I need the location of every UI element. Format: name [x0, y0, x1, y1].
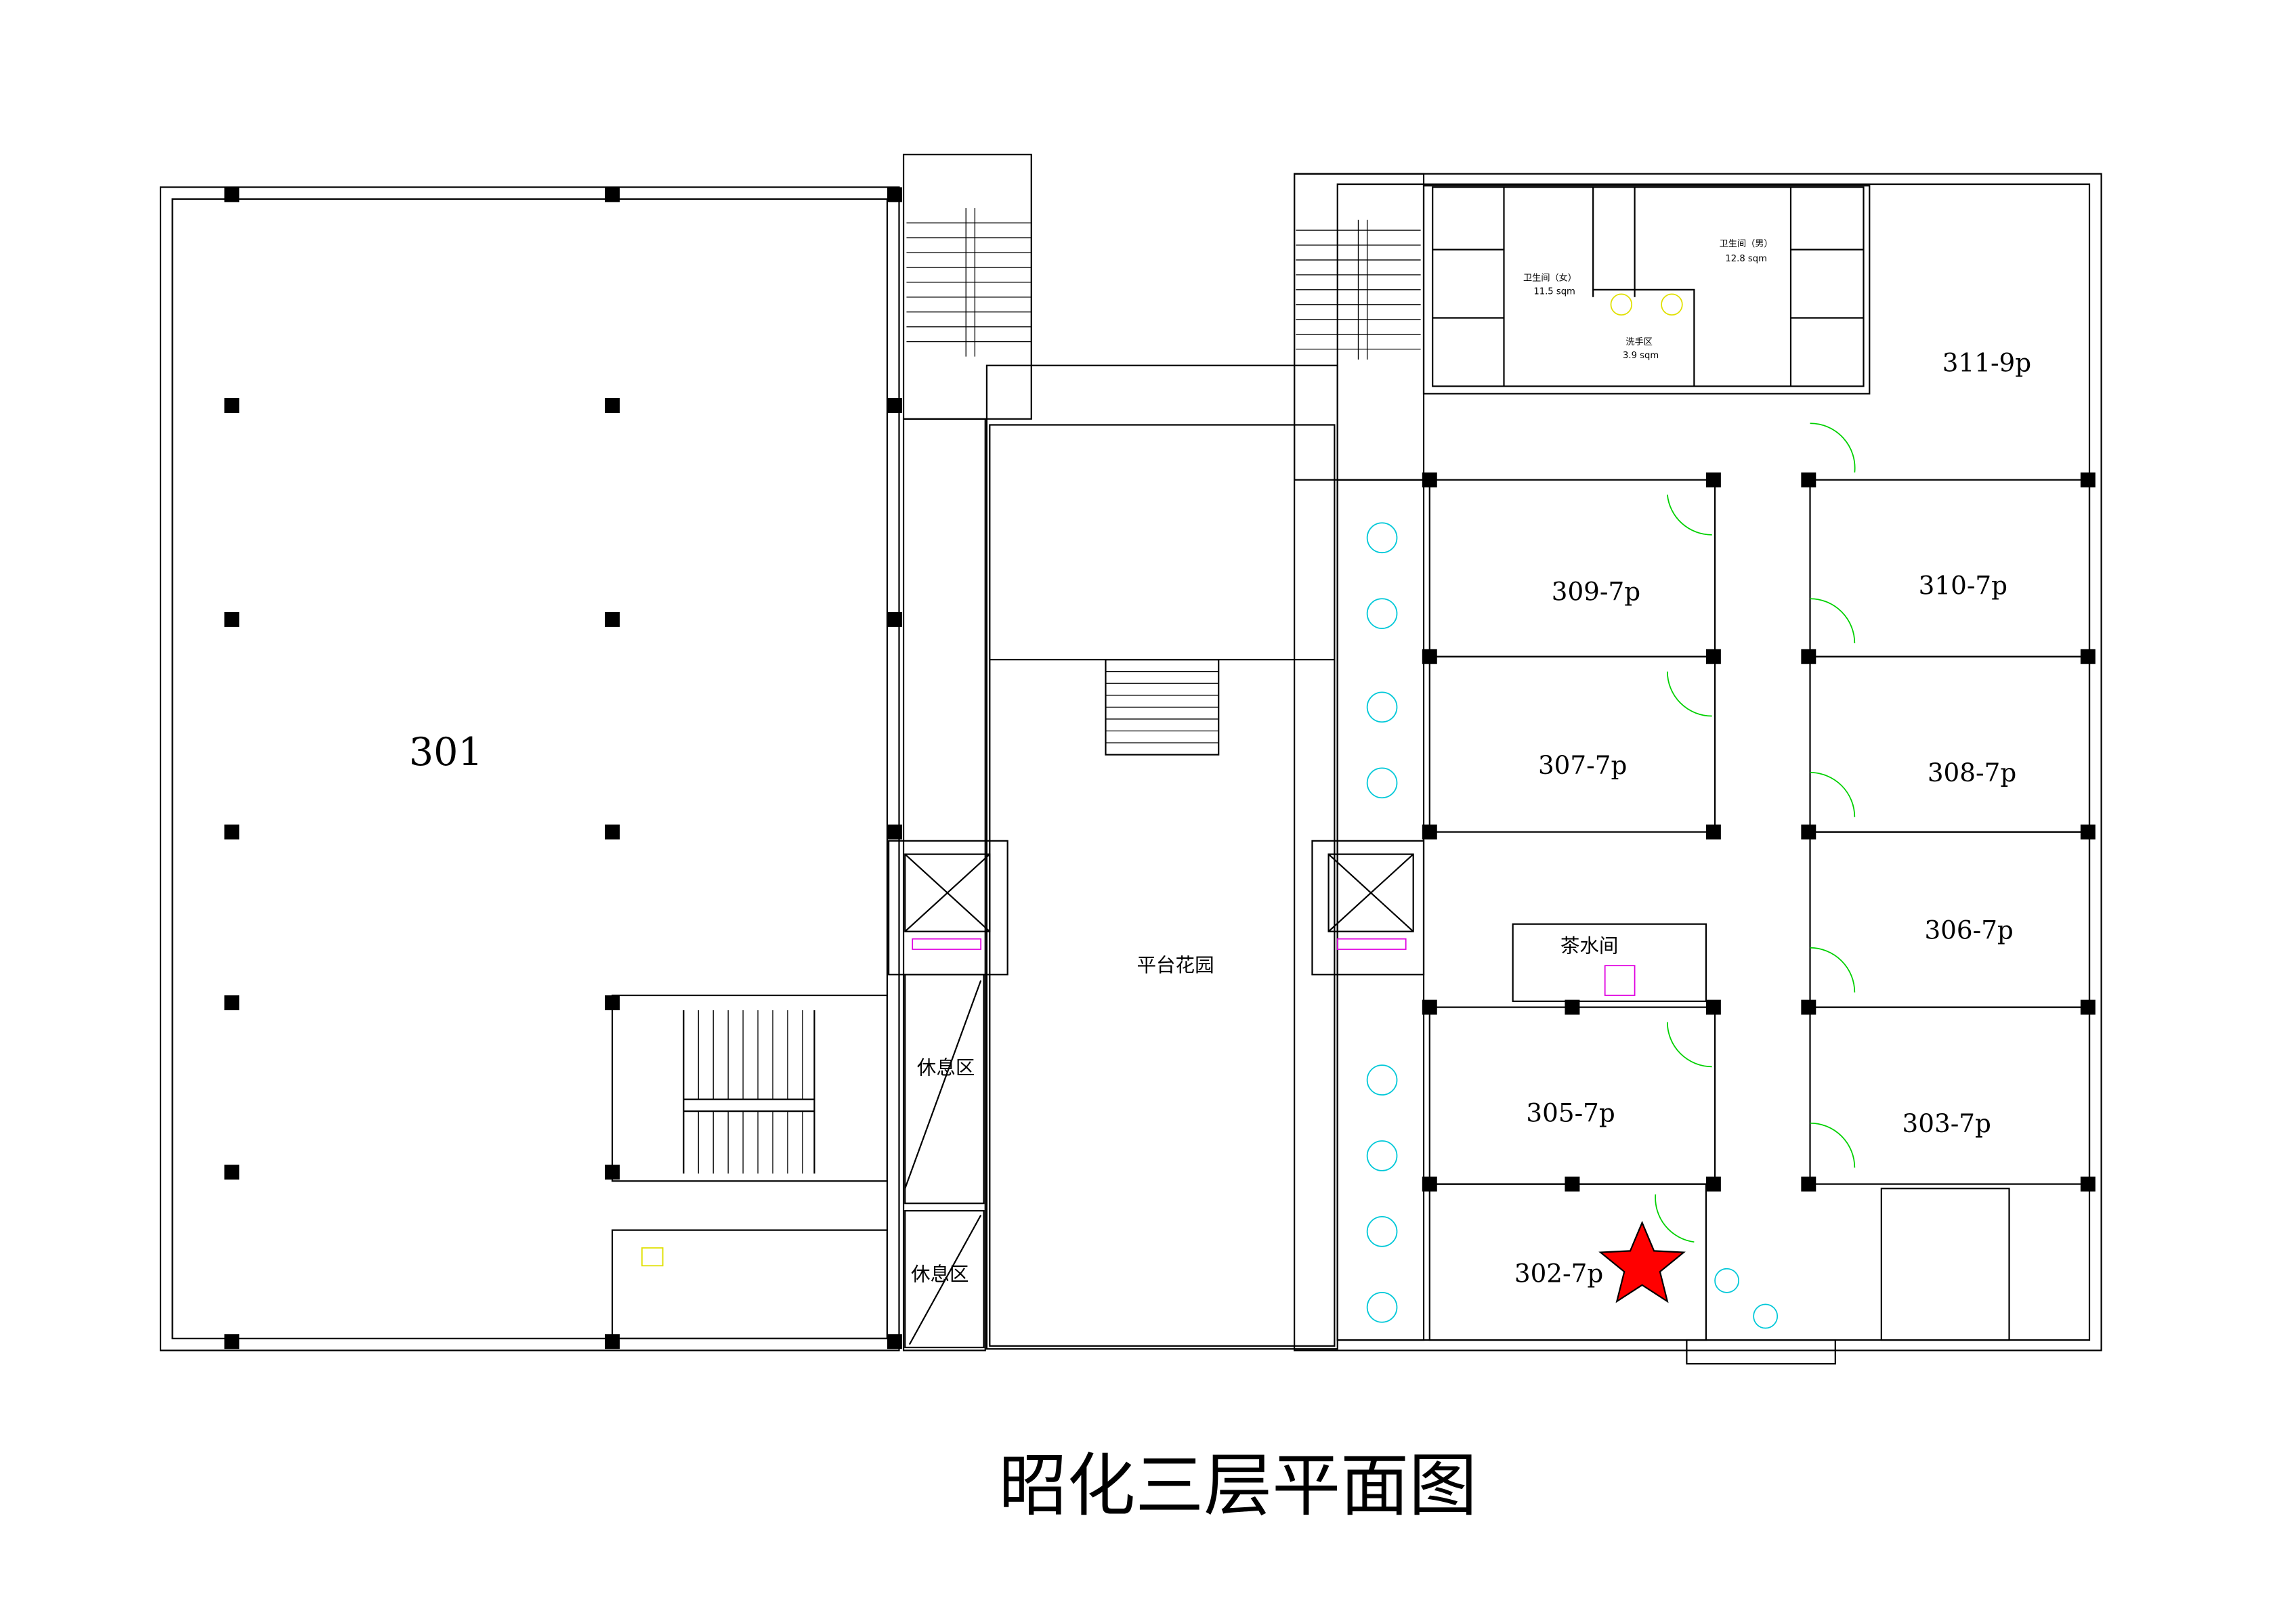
- room-label-311: 311-9p: [1942, 348, 2031, 378]
- wash-area-size: 3.9 sqm: [1623, 351, 1659, 361]
- stair-treads: [698, 1010, 803, 1174]
- tea-sink: [1604, 965, 1636, 996]
- room-label-308: 308-7p: [1928, 758, 2016, 787]
- wash-area-label: 洗手区: [1625, 337, 1652, 347]
- doors: [1655, 423, 1856, 1243]
- room-label-309: 309-7p: [1552, 576, 1640, 606]
- columns: [224, 187, 902, 1349]
- room-label-302: 302-7p: [1514, 1258, 1603, 1288]
- room-label-307: 307-7p: [1538, 750, 1627, 780]
- right-block: 卫生间（女） 11.5 sqm 卫生间（男） 12.8 sqm 洗手区 3.9 …: [1294, 173, 2102, 1365]
- star-icon: [1598, 1220, 1686, 1303]
- room-301-block: 301: [159, 186, 902, 1352]
- rest-area-label-2: 休息区: [911, 1263, 969, 1285]
- lounge-chairs: [1366, 522, 1779, 1329]
- tea-room-label: 茶水间: [1560, 934, 1619, 957]
- room-label-303: 303-7p: [1902, 1108, 1991, 1138]
- room-label-306: 306-7p: [1924, 915, 2013, 945]
- plan-title: 昭化三层平面图: [999, 1446, 1477, 1526]
- room-label-310: 310-7p: [1919, 571, 2007, 601]
- garden-label: 平台花园: [1137, 954, 1214, 976]
- wc-female-label: 卫生间（女）: [1523, 272, 1577, 284]
- rest-area-label-1: 休息区: [917, 1056, 975, 1079]
- terrace-garden: 平台花园: [985, 364, 1338, 1350]
- columns-right: [1422, 472, 2096, 1192]
- wc-female-area: 11.5 sqm: [1533, 286, 1575, 297]
- elevator-panel: [912, 938, 982, 950]
- wc-male-area: 12.8 sqm: [1725, 254, 1767, 264]
- stairwell-top: [902, 154, 1032, 420]
- room-label-305: 305-7p: [1526, 1098, 1615, 1128]
- wc-male-label: 卫生间（男）: [1720, 238, 1773, 249]
- room-label-301: 301: [409, 730, 483, 775]
- elevator-panel-right: [1336, 938, 1407, 950]
